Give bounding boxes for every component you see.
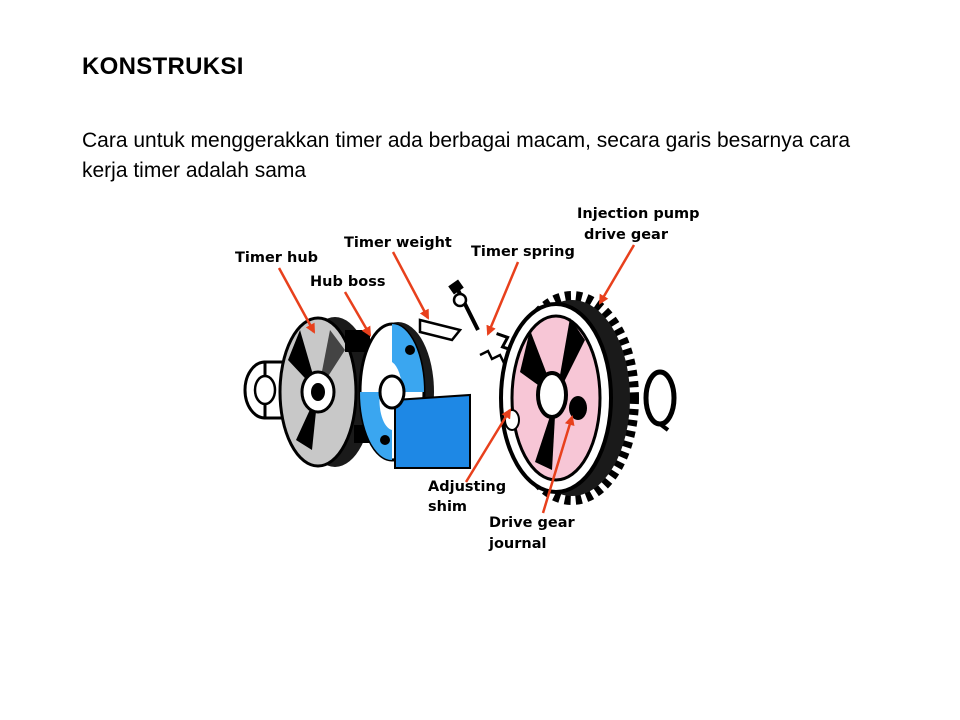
timer-hub-part <box>243 316 373 468</box>
leader-arrows <box>277 244 636 514</box>
label-adjusting-line1: Adjusting <box>428 479 506 495</box>
arrow-hub-boss <box>343 291 372 337</box>
label-timer-hub: Timer hub <box>235 250 318 266</box>
body-paragraph: Cara untuk menggerakkan timer ada berbag… <box>82 129 851 182</box>
label-timer-spring: Timer spring <box>471 244 575 260</box>
label-adjusting-line2: shim <box>428 499 467 515</box>
snap-ring-part <box>643 369 677 432</box>
arrow-drive-gear-journal <box>541 415 575 514</box>
arrow-adjusting-shim <box>464 408 512 483</box>
timer-weight-part <box>358 318 471 469</box>
arrow-timer-weight <box>391 251 430 320</box>
label-injection-pump-line1: Injection pump <box>577 206 700 222</box>
label-journal-line1: Drive gear <box>489 515 575 531</box>
label-hub-boss: Hub boss <box>310 274 386 290</box>
arrow-timer-spring <box>486 261 520 336</box>
label-journal-line2: journal <box>488 536 546 552</box>
label-injection-pump-line2: drive gear <box>584 227 669 243</box>
arrow-timer-hub <box>277 267 316 334</box>
page-title: KONSTRUKSI <box>82 53 244 80</box>
label-timer-weight: Timer weight <box>344 235 452 251</box>
arrow-drive-gear <box>598 244 636 305</box>
drive-gear-part <box>499 291 639 505</box>
